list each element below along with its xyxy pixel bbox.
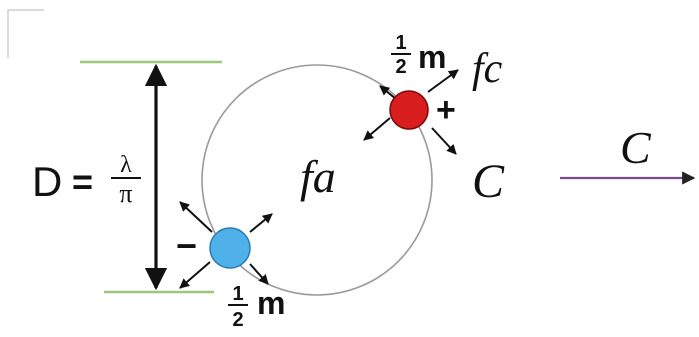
top-charge-sign: + <box>436 91 456 129</box>
pi-denominator: π <box>119 179 132 208</box>
diameter-symbol: D <box>32 158 62 205</box>
top-particle <box>389 90 429 130</box>
bottom-force-arrow-upright <box>249 213 273 233</box>
fc-label: fc <box>472 46 503 92</box>
top-mass-denominator: 2 <box>395 56 406 78</box>
fa-label: fa <box>300 151 336 202</box>
direction-label: C <box>620 122 652 173</box>
bottom-mass-denominator: 2 <box>232 309 243 331</box>
top-force-arrow-downleft <box>363 117 391 141</box>
top-mass-numerator: 1 <box>395 32 406 54</box>
top-mass-unit: m <box>418 39 446 75</box>
top-velocity-label: C <box>472 155 505 208</box>
bottom-mass-numerator: 1 <box>232 283 243 305</box>
bottom-force-arrow-upleft <box>179 201 213 233</box>
top-force-arrow-downright <box>431 127 457 155</box>
bottom-force-arrow-downleft <box>179 261 211 289</box>
bottom-charge-sign: − <box>176 225 197 266</box>
lambda-numerator: λ <box>120 152 132 178</box>
bottom-mass-unit: m <box>257 285 285 321</box>
orbit-circle <box>201 64 433 296</box>
top-force-arrow-upright <box>427 69 459 93</box>
equals-sign: = <box>72 161 93 202</box>
bottom-particle <box>209 227 251 269</box>
bottom-force-arrow-downright <box>249 263 269 285</box>
corner-frame <box>7 9 44 58</box>
top-force-arrow-upleft <box>379 85 397 100</box>
